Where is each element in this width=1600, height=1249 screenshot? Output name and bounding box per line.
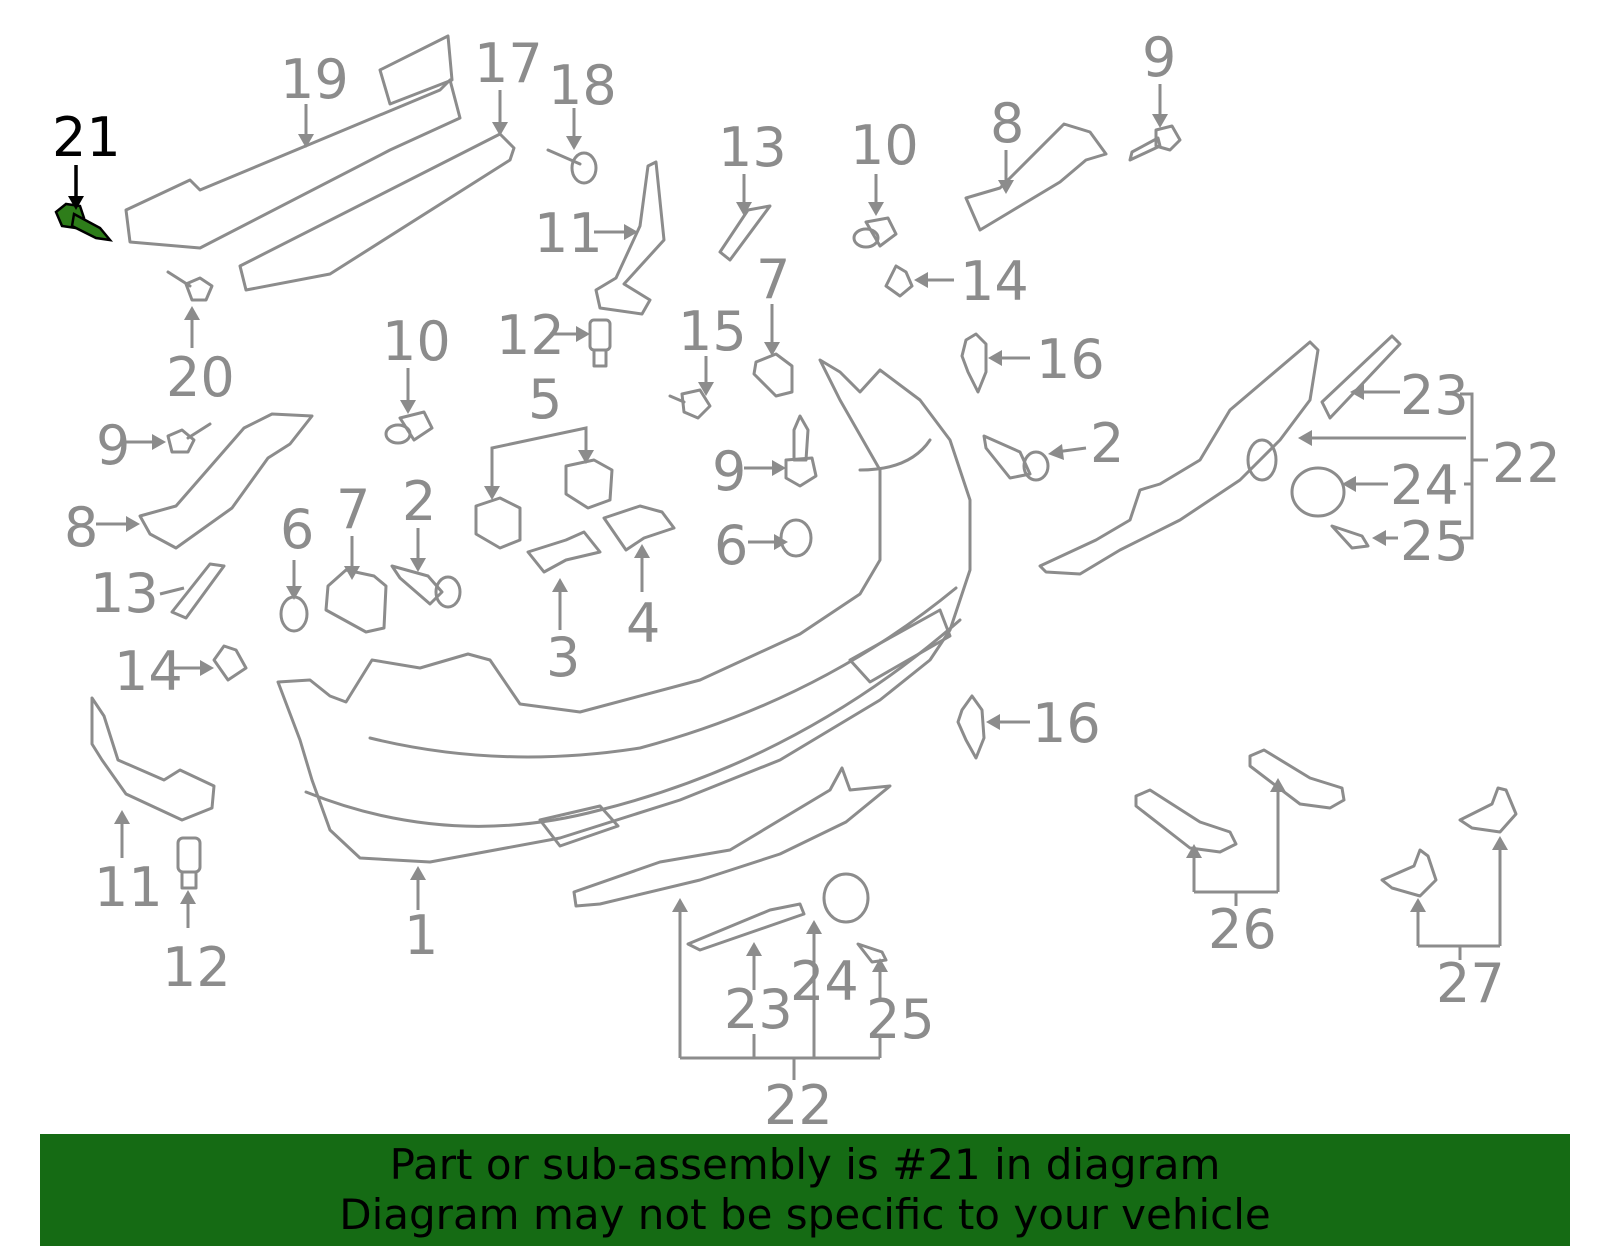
part-8-bracket-left — [96, 412, 314, 550]
part-6-plug-right — [748, 518, 813, 558]
callout-16a[interactable]: 16 — [1036, 328, 1105, 391]
callout-20[interactable]: 20 — [166, 346, 235, 409]
callout-25a[interactable]: 25 — [1400, 510, 1469, 573]
part-22-garnish-lower — [572, 766, 892, 1080]
banner-line-2: Diagram may not be specific to your vehi… — [339, 1190, 1271, 1239]
callout-15[interactable]: 15 — [678, 300, 747, 363]
part-8-bracket-upper — [964, 122, 1108, 232]
part-17-reinforcement — [238, 90, 516, 292]
callout-16b[interactable]: 16 — [1032, 692, 1101, 755]
part-16-clip-lower — [956, 694, 1030, 760]
callout-12a[interactable]: 12 — [496, 304, 565, 367]
callout-8a[interactable]: 8 — [990, 92, 1024, 155]
part-12-pin-lower — [176, 836, 202, 928]
part-27-brackets — [1380, 786, 1518, 960]
part-10-grommet-upper — [852, 174, 898, 249]
part-26-brackets — [1134, 748, 1346, 906]
callout-7b[interactable]: 7 — [336, 478, 370, 541]
part-4-retainer — [602, 504, 676, 592]
callout-10a[interactable]: 10 — [850, 114, 919, 177]
callout-9c[interactable]: 9 — [712, 440, 746, 503]
callout-13a[interactable]: 13 — [718, 116, 787, 179]
part-2-screw-left — [390, 528, 462, 609]
part-10-grommet-lower — [384, 368, 434, 445]
part-13-clip-upper — [718, 174, 772, 262]
part-22-garnish-upper — [1038, 334, 1488, 576]
callout-22a[interactable]: 22 — [1492, 432, 1561, 495]
callout-19[interactable]: 19 — [280, 48, 349, 111]
part-21-bolt[interactable] — [54, 165, 114, 242]
callout-25b[interactable]: 25 — [866, 988, 935, 1051]
callout-24a[interactable]: 24 — [1390, 454, 1459, 517]
callout-3[interactable]: 3 — [546, 626, 580, 689]
part-13-clip-left — [159, 562, 226, 620]
callout-10b[interactable]: 10 — [382, 310, 451, 373]
part-16-clip-upper — [960, 332, 1030, 394]
callout-9b[interactable]: 9 — [96, 414, 130, 477]
callout-17[interactable]: 17 — [474, 32, 543, 95]
callout-9a[interactable]: 9 — [1142, 26, 1176, 89]
banner-line-1: Part or sub-assembly is #21 in diagram — [389, 1140, 1221, 1189]
callout-23b[interactable]: 23 — [724, 978, 793, 1041]
callout-21[interactable]: 21 — [52, 106, 121, 169]
callout-5[interactable]: 5 — [528, 368, 562, 431]
part-19-absorber — [124, 34, 462, 250]
part-9-screw-left — [126, 422, 212, 454]
callout-24b[interactable]: 24 — [790, 950, 859, 1013]
callout-23a[interactable]: 23 — [1400, 364, 1469, 427]
part-9-screw-upper — [1128, 84, 1182, 162]
part-7-sensor-left — [324, 536, 388, 634]
callout-13b[interactable]: 13 — [90, 562, 159, 625]
callout-14b[interactable]: 14 — [114, 640, 183, 703]
callout-11b[interactable]: 11 — [94, 856, 163, 919]
callout-7a[interactable]: 7 — [756, 248, 790, 311]
callout-18[interactable]: 18 — [548, 54, 617, 117]
part-3-retainer — [526, 530, 602, 630]
part-11-bracket-lower — [90, 696, 216, 858]
part-14-clip-left — [172, 644, 248, 682]
callout-26[interactable]: 26 — [1208, 898, 1277, 961]
part-7-sensor-upper — [752, 304, 794, 398]
callout-27[interactable]: 27 — [1436, 952, 1505, 1015]
info-banner: Part or sub-assembly is #21 in diagram D… — [40, 1134, 1570, 1246]
callout-2b[interactable]: 2 — [1090, 412, 1124, 475]
callout-1[interactable]: 1 — [404, 904, 438, 967]
part-15-fastener — [668, 356, 714, 420]
callout-11a[interactable]: 11 — [534, 202, 603, 265]
callout-12b[interactable]: 12 — [162, 936, 231, 999]
callout-6a[interactable]: 6 — [280, 498, 314, 561]
part-5-holders — [474, 426, 614, 550]
part-6-plug-left — [279, 560, 309, 633]
part-1-bumper-cover — [276, 358, 972, 910]
callout-4[interactable]: 4 — [626, 592, 660, 655]
callout-22b[interactable]: 22 — [764, 1074, 833, 1137]
callout-14a[interactable]: 14 — [960, 250, 1029, 313]
callout-6b[interactable]: 6 — [714, 514, 748, 577]
callout-8b[interactable]: 8 — [64, 496, 98, 559]
part-2-screw-right — [982, 434, 1087, 482]
part-12-pin-upper — [550, 318, 612, 368]
callout-2a[interactable]: 2 — [402, 470, 436, 533]
part-14-clip-upper — [884, 264, 954, 298]
part-20-bolt — [166, 270, 214, 348]
part-18-pin — [546, 108, 598, 185]
part-9-screw-middle — [744, 414, 818, 488]
part-11-bracket-upper — [594, 160, 666, 316]
